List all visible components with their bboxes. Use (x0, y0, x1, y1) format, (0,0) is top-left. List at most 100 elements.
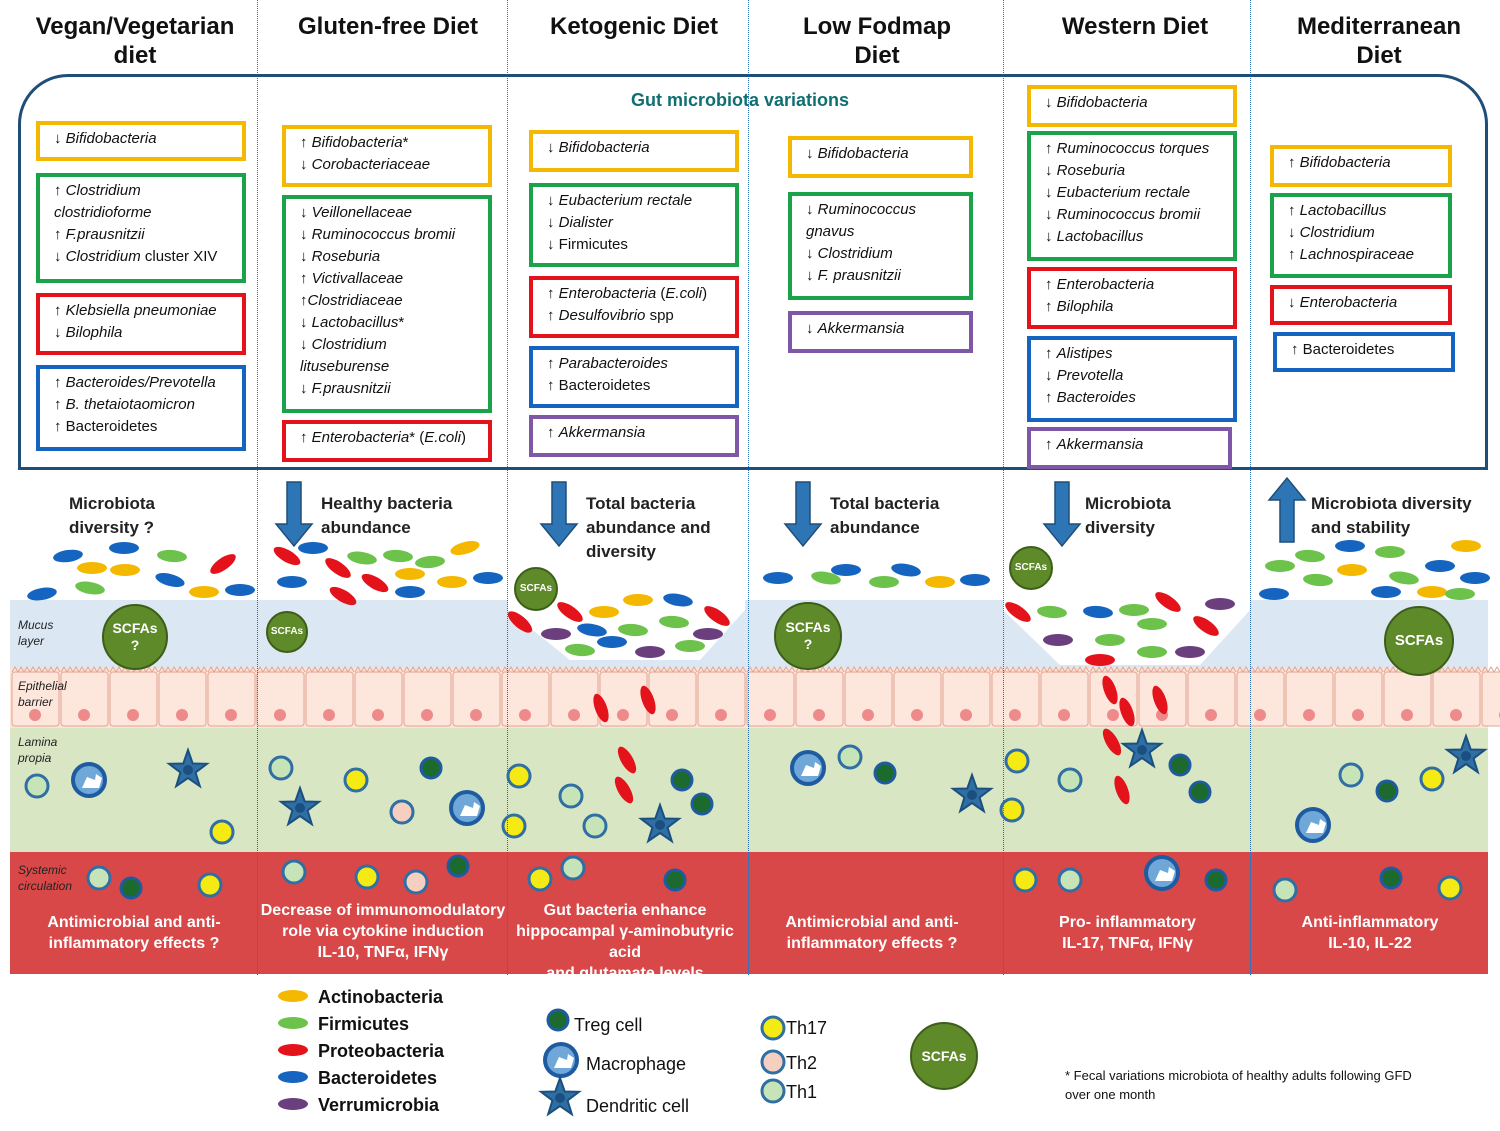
t-cell-icon (1419, 766, 1445, 792)
microbiota-box-line: ↑ F.prausnitzii (54, 226, 145, 243)
cell-nucleus (29, 709, 41, 721)
bacterium (763, 572, 793, 584)
microbiota-box-line: lituseburense (300, 358, 390, 375)
microbiota-box-line: ↑ Enterobacteria (E.coli) (547, 285, 708, 302)
bacterium (347, 551, 377, 565)
bacterium (507, 611, 533, 633)
microbiota-box-line: ↓ Bifidobacteria (806, 145, 909, 162)
bacterium (155, 573, 185, 587)
scfa-circle: SCFAs (1384, 606, 1454, 676)
diet-title-ketogenic: Ketogenic Diet (549, 13, 719, 40)
bacterium (1102, 728, 1122, 756)
label-systemic-circulation: Systemic circulation (18, 863, 73, 893)
mucus-layer-band (10, 600, 1488, 670)
bacterium (1375, 546, 1405, 558)
microbiota-box-green: ↑ Ruminococcus torques↓ Roseburia↓ Eubac… (1027, 131, 1237, 261)
bacterium (1037, 605, 1067, 619)
legend-bacterium-swatch (278, 1098, 308, 1110)
microbiota-box-yellow: ↓ Bifidobacteria (788, 136, 973, 178)
microbiota-box-purple: ↑ Akkermansia (529, 415, 739, 457)
microbiota-box-line: ↓ F.prausnitzii (300, 380, 391, 397)
microvilli (305, 666, 355, 673)
bacterium (361, 573, 389, 593)
bacterium (75, 581, 105, 595)
bacterium (1114, 775, 1130, 805)
bacterium (891, 563, 921, 577)
microvilli (1285, 666, 1335, 673)
bacterium (869, 576, 899, 588)
legend-th17: Th17 (786, 1018, 828, 1038)
microbiota-box-yellow: ↓ Bifidobacteria (36, 121, 246, 161)
column-divider (1250, 0, 1251, 975)
legend-treg-cell: Treg cell (574, 1015, 643, 1035)
bacterium (157, 549, 187, 563)
bacterium (329, 586, 357, 606)
bacterium (210, 554, 236, 574)
cell-nucleus (960, 709, 972, 721)
bacterium (1005, 602, 1031, 622)
bacterium (189, 586, 219, 598)
t-cell-icon (527, 866, 553, 892)
microbiota-box-line: ↑ Ruminococcus torques (1045, 140, 1210, 157)
microbiota-box-line: ↓ Lactobacillus (1045, 228, 1144, 245)
microbiota-box-line: ↑ Akkermansia (1045, 436, 1144, 453)
treg-cell-icon (546, 1008, 570, 1032)
systemic-effect-low-fodmap: Antimicrobial and anti- inflammatory eff… (785, 914, 959, 952)
microbiota-box-line: ↓ Clostridium (806, 245, 893, 262)
bacterium (1337, 564, 1367, 576)
microbiota-box-line: ↓ Ruminococcus bromii (300, 226, 456, 243)
t-cell-icon (209, 819, 235, 845)
bacterium (614, 776, 634, 804)
t-cell-icon (582, 813, 608, 839)
microbiota-box-line: ↓ Clostridium (300, 336, 387, 353)
t-cell-icon (1437, 875, 1463, 901)
treg-cell-icon (663, 868, 687, 892)
microbiota-box-line: ↓ Prevotella (1045, 367, 1124, 384)
effect-vegan: Microbiota diversity ? (69, 494, 155, 537)
t-cell-icon (281, 859, 307, 885)
microvilli (207, 666, 257, 673)
bacterium (663, 593, 693, 607)
microbiota-box-green: ↑ Lactobacillus↓ Clostridium↑ Lachnospir… (1270, 193, 1452, 278)
cell-nucleus (911, 709, 923, 721)
systemic-circulation-band (10, 852, 1488, 974)
scfa-circle: SCFAs? (774, 602, 842, 670)
t-cell-icon (501, 813, 527, 839)
effect-western: Microbiota diversity (1085, 494, 1171, 537)
bacterium (589, 606, 619, 618)
legend-verrumicrobia: Verrumicrobia (318, 1095, 440, 1115)
t-cell-icon (268, 755, 294, 781)
legend-proteobacteria: Proteobacteria (318, 1041, 445, 1061)
bacterium (557, 602, 583, 622)
microbiota-box-line: ↓ Bilophila (54, 324, 123, 341)
microvilli (746, 666, 796, 673)
bacterium (298, 542, 328, 554)
column-divider (257, 0, 258, 975)
cell-nucleus (1009, 709, 1021, 721)
bacterium (693, 628, 723, 640)
systemic-effect-mediterranean: Anti-inflammatory IL-10, IL-22 (1301, 914, 1439, 952)
microbiota-box-purple: ↓ Akkermansia (788, 311, 973, 353)
cell-nucleus (470, 709, 482, 721)
bacterium (1451, 540, 1481, 552)
bacterium (53, 549, 83, 563)
microbiota-box-line: ↑ Enterobacteria* (E.coli) (300, 429, 466, 446)
cell-nucleus (715, 709, 727, 721)
microvilli (1481, 666, 1500, 673)
microvilli (403, 666, 453, 673)
treg-cell-icon (1375, 779, 1399, 803)
bacterium (473, 572, 503, 584)
treg-cell-icon (1188, 780, 1212, 804)
bacterium (383, 549, 413, 563)
treg-cell-icon (690, 792, 714, 816)
microbiota-box-line: ↓ F. prausnitzii (806, 267, 901, 284)
bacterium (541, 628, 571, 640)
microbiota-box-line: clostridioforme (54, 204, 152, 221)
microbiota-box-line: ↓ Corobacteriaceae (300, 156, 431, 173)
microbiota-box-line: ↓ Bifidobacteria (547, 139, 650, 156)
scfa-circle: SCFAs (1009, 546, 1053, 590)
t-cell-icon (389, 799, 415, 825)
cell-nucleus (862, 709, 874, 721)
microbiota-box-line: ↓ Bifidobacteria (1045, 94, 1148, 111)
treg-cell-icon (119, 876, 143, 900)
